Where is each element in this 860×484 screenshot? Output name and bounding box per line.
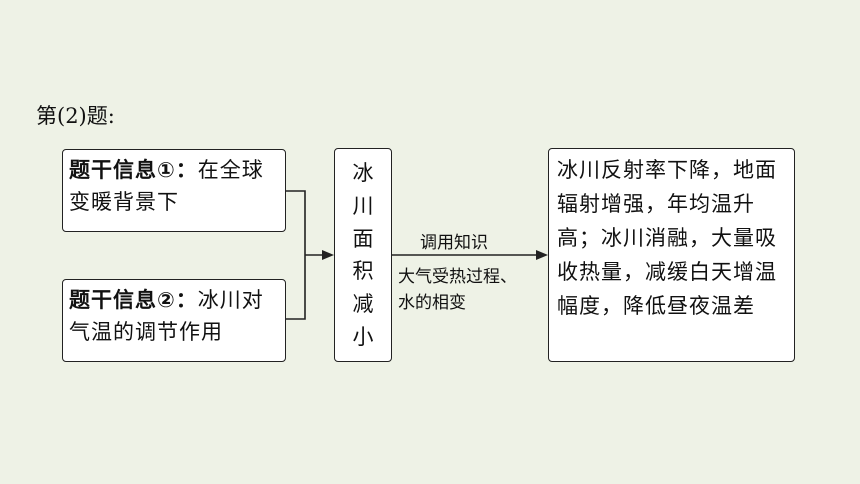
glacier-area-char: 减 [352,291,374,316]
arrowhead [322,250,334,260]
info-box-1-title: 题干信息①： [69,158,198,182]
info-box-1-text: 在全球变暖背景下 [69,158,264,214]
info-box-2-title: 题干信息②： [69,288,198,312]
glacier-area-char: 小 [352,324,374,349]
bracket-line [286,190,306,320]
arrow-label-bottom-line1: 大气受热过程、 [398,267,517,287]
arrow-label-top: 调用知识 [420,233,488,253]
conclusion-box: 冰川反射率下降，地面辐射增强，年均温升高；冰川消融，大量吸收热量，减缓白天增温幅… [548,148,795,362]
glacier-area-char: 冰 [352,161,374,186]
info-box-2-text: 冰川对气温的调节作用 [69,288,264,344]
glacier-area-char: 积 [352,259,374,284]
arrowhead [536,250,548,260]
glacier-area-box: 冰 川 面 积 减 小 [334,148,392,362]
info-box-1: 题干信息①：在全球变暖背景下 [62,149,286,232]
arrow-label-bottom: 大气受热过程、 水的相变 [398,264,517,316]
info-box-2: 题干信息②：冰川对气温的调节作用 [62,279,286,362]
question-heading: 第(2)题: [36,104,115,128]
glacier-area-char: 面 [352,226,374,251]
arrow-label-bottom-line2: 水的相变 [398,293,466,313]
glacier-area-char: 川 [352,193,374,218]
